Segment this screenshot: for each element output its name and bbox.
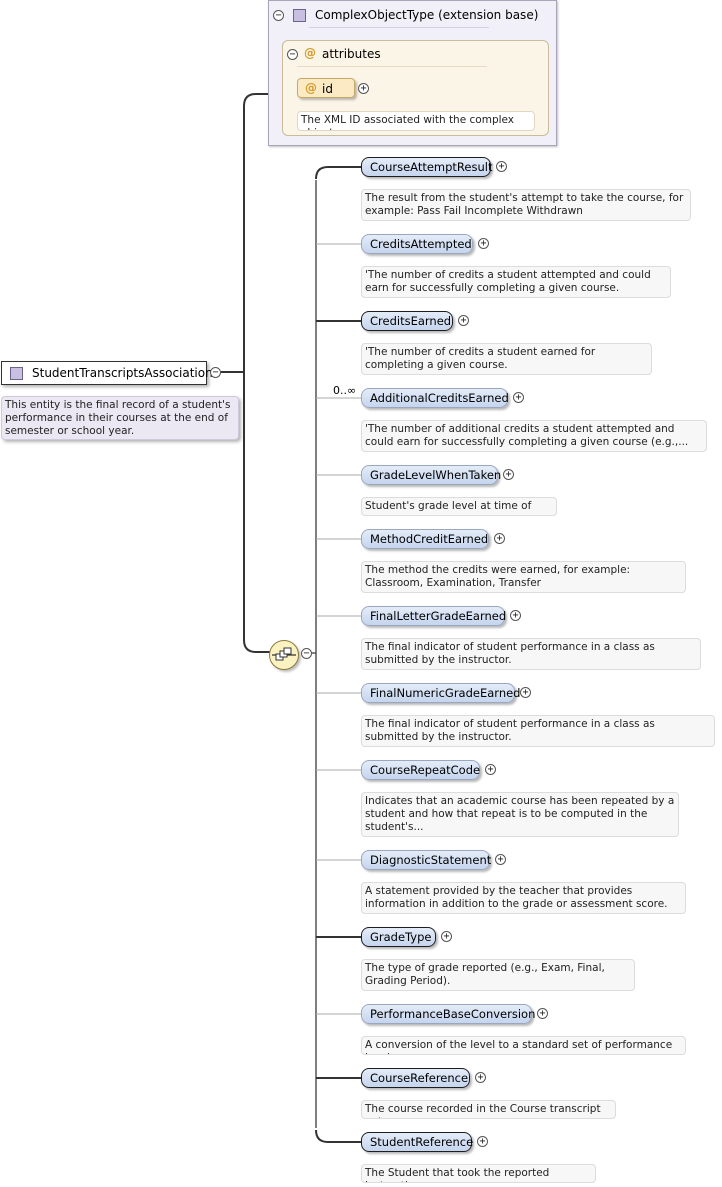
expand-icon[interactable]: + (475, 1072, 486, 1083)
expand-icon[interactable]: + (495, 854, 506, 865)
expand-icon[interactable]: + (503, 469, 514, 480)
expand-icon[interactable]: + (477, 1136, 488, 1147)
element-final-numeric-grade-earned[interactable]: FinalNumericGradeEarned (361, 683, 520, 703)
element-grade-type[interactable]: GradeType (361, 927, 436, 947)
element-additional-credits-earned[interactable]: AdditionalCreditsEarned (361, 388, 509, 408)
expand-icon[interactable]: + (510, 610, 521, 621)
element-student-reference[interactable]: StudentReference (361, 1132, 473, 1152)
attribute-id[interactable]: @ id (297, 78, 355, 98)
element-doc: The final indicator of student performan… (361, 715, 715, 747)
element-credits-attempted[interactable]: CreditsAttempted (361, 234, 473, 254)
element-grade-level-when-taken[interactable]: GradeLevelWhenTaken (361, 465, 501, 485)
attributes-label: attributes (322, 47, 381, 61)
element-doc: The result from the student's attempt to… (361, 189, 691, 221)
expand-icon[interactable]: + (478, 238, 489, 249)
element-credits-earned[interactable]: CreditsEarned (361, 311, 453, 331)
element-doc: The final indicator of student performan… (361, 638, 701, 670)
element-method-credit-earned[interactable]: MethodCreditEarned (361, 529, 489, 549)
element-final-letter-grade-earned[interactable]: FinalLetterGradeEarned (361, 606, 506, 626)
element-doc: The Student that took the reported instr… (361, 1164, 596, 1183)
element-doc: The method the credits were earned, for … (361, 561, 686, 593)
expand-icon[interactable]: + (513, 392, 524, 403)
root-element-label: StudentTranscriptsAssociation (32, 366, 213, 380)
attribute-id-label: id (322, 82, 333, 96)
element-diagnostic-statement[interactable]: DiagnosticStatement (361, 850, 491, 870)
element-doc: A statement provided by the teacher that… (361, 882, 686, 914)
root-element[interactable]: StudentTranscriptsAssociation (1, 361, 213, 385)
collapse-root-icon[interactable]: − (210, 367, 221, 378)
collapse-base-type-icon[interactable]: − (273, 10, 284, 21)
element-doc: A conversion of the level to a standard … (361, 1036, 686, 1055)
complex-type-icon (10, 367, 23, 380)
element-course-reference[interactable]: CourseReference (361, 1068, 470, 1088)
element-doc: Indicates that an academic course has be… (361, 792, 679, 837)
element-doc: Student's grade level at time of course. (361, 497, 557, 516)
expand-icon[interactable]: + (485, 764, 496, 775)
element-course-attempt-result[interactable]: CourseAttemptResult (361, 157, 492, 177)
expand-icon[interactable]: + (458, 315, 469, 326)
sequence-compositor[interactable] (269, 640, 299, 670)
sequence-compositor-icon (272, 647, 296, 661)
element-doc: 'The number of credits a student attempt… (361, 266, 671, 298)
root-element-doc: This entity is the final record of a stu… (1, 396, 239, 440)
attribute-group-icon: @ (304, 46, 316, 60)
element-performance-base-conversion[interactable]: PerformanceBaseConversion (361, 1004, 535, 1024)
expand-icon[interactable]: + (494, 533, 505, 544)
collapse-sequence-icon[interactable]: − (301, 648, 312, 659)
element-course-repeat-code[interactable]: CourseRepeatCode (361, 760, 480, 780)
attribute-id-doc: The XML ID associated with the complex o… (297, 111, 535, 131)
element-doc: 'The number of credits a student earned … (361, 343, 652, 375)
expand-icon[interactable]: + (496, 161, 507, 172)
base-type-label: ComplexObjectType (extension base) (315, 8, 539, 22)
complex-type-icon (293, 9, 306, 22)
attribute-icon: @ (305, 81, 317, 95)
expand-icon[interactable]: + (520, 687, 531, 698)
expand-id-icon[interactable]: + (358, 83, 369, 94)
expand-icon[interactable]: + (537, 1008, 548, 1019)
occurrence-label: 0..∞ (333, 384, 357, 397)
collapse-attributes-icon[interactable]: − (287, 49, 298, 60)
element-doc: 'The number of additional credits a stud… (361, 420, 707, 452)
element-doc: The type of grade reported (e.g., Exam, … (361, 959, 635, 991)
expand-icon[interactable]: + (441, 931, 452, 942)
element-doc: The course recorded in the Course transc… (361, 1100, 616, 1119)
